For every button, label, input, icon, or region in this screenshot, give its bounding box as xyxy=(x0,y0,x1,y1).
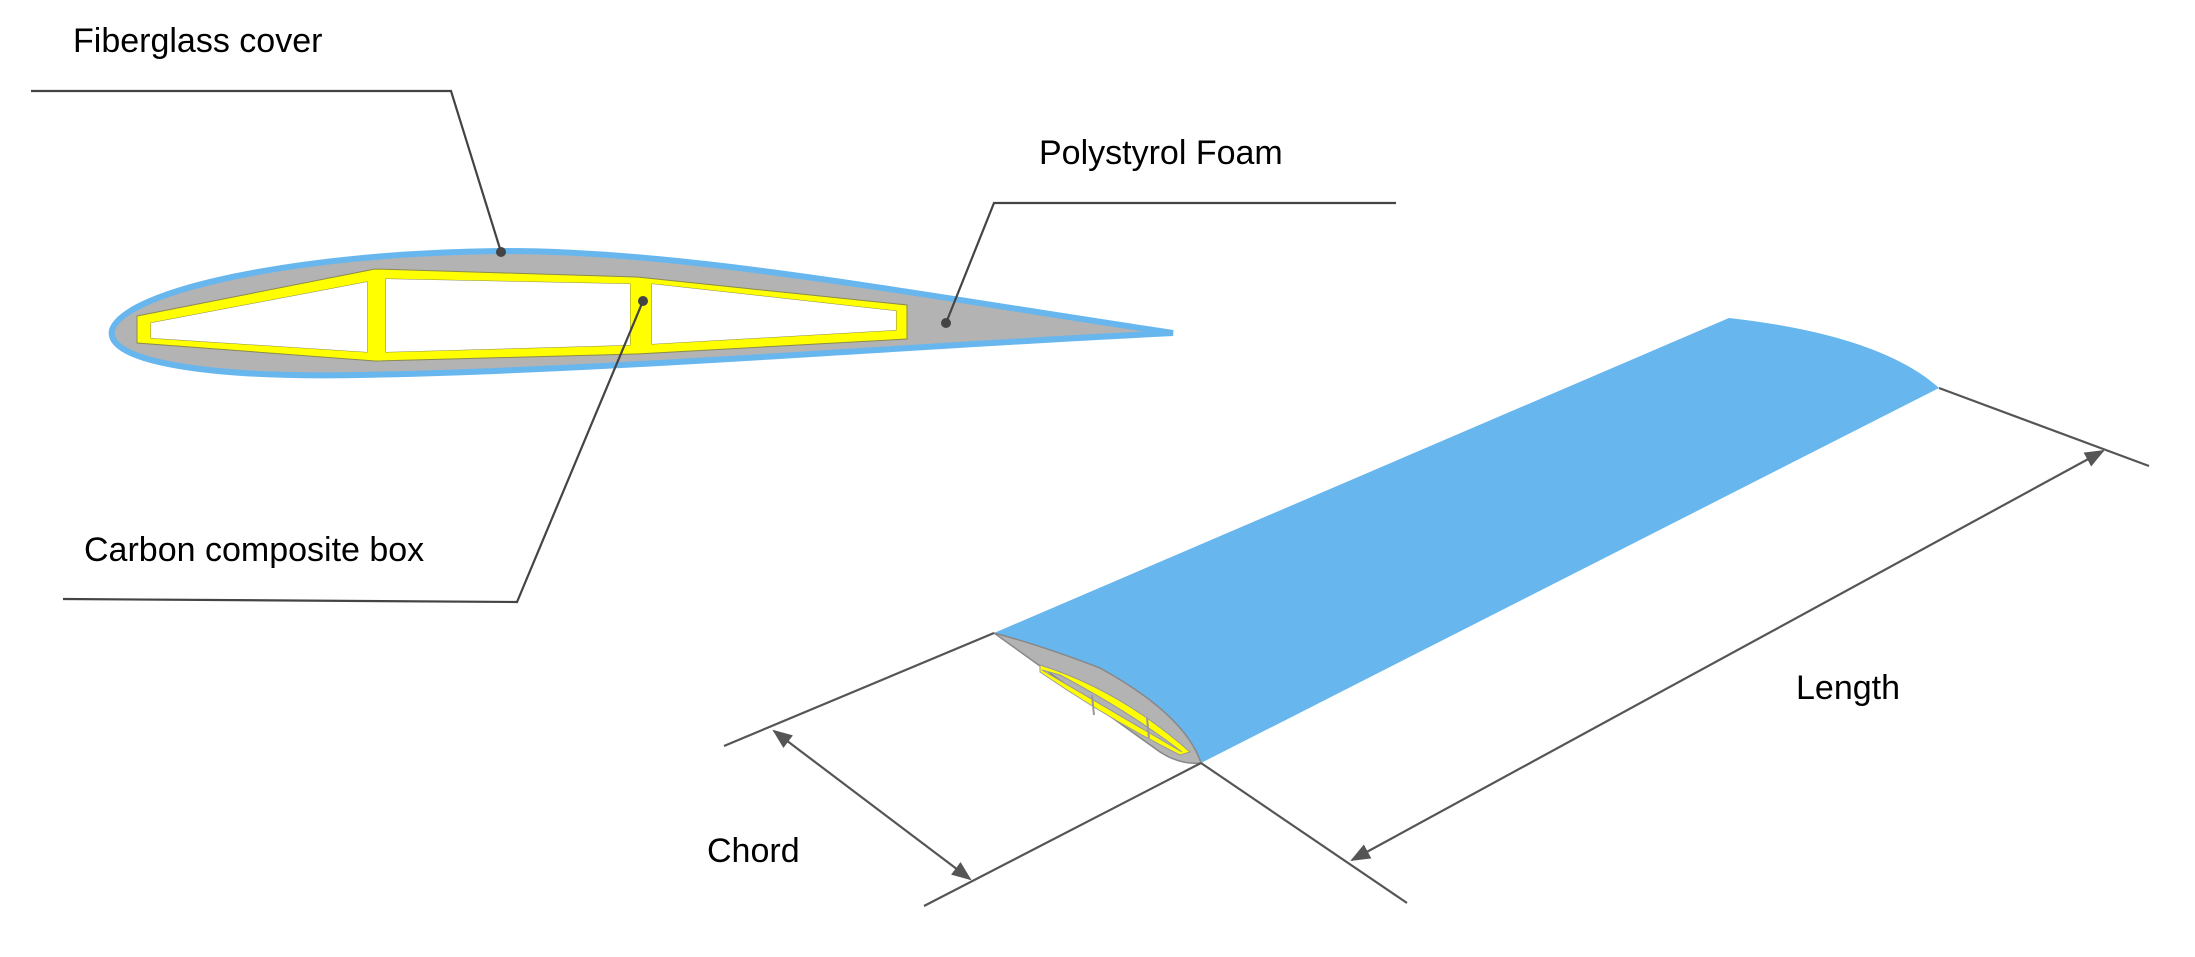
label-polystyrol-foam: Polystyrol Foam xyxy=(1039,134,1283,172)
box-cells xyxy=(151,279,896,352)
label-chord: Chord xyxy=(707,832,800,870)
label-length: Length xyxy=(1796,669,1900,707)
leader-carbon xyxy=(62,296,648,604)
chord-dimension xyxy=(723,631,1202,907)
leader-fiberglass xyxy=(31,89,506,257)
airfoil-cross-section xyxy=(108,247,1174,379)
length-dimension xyxy=(1200,386,2150,904)
wing-end-carbon-box xyxy=(1039,664,1192,756)
leader-foam xyxy=(941,201,1396,328)
label-fiberglass-cover: Fiberglass cover xyxy=(73,22,322,60)
label-carbon-composite-box: Carbon composite box xyxy=(84,531,424,569)
